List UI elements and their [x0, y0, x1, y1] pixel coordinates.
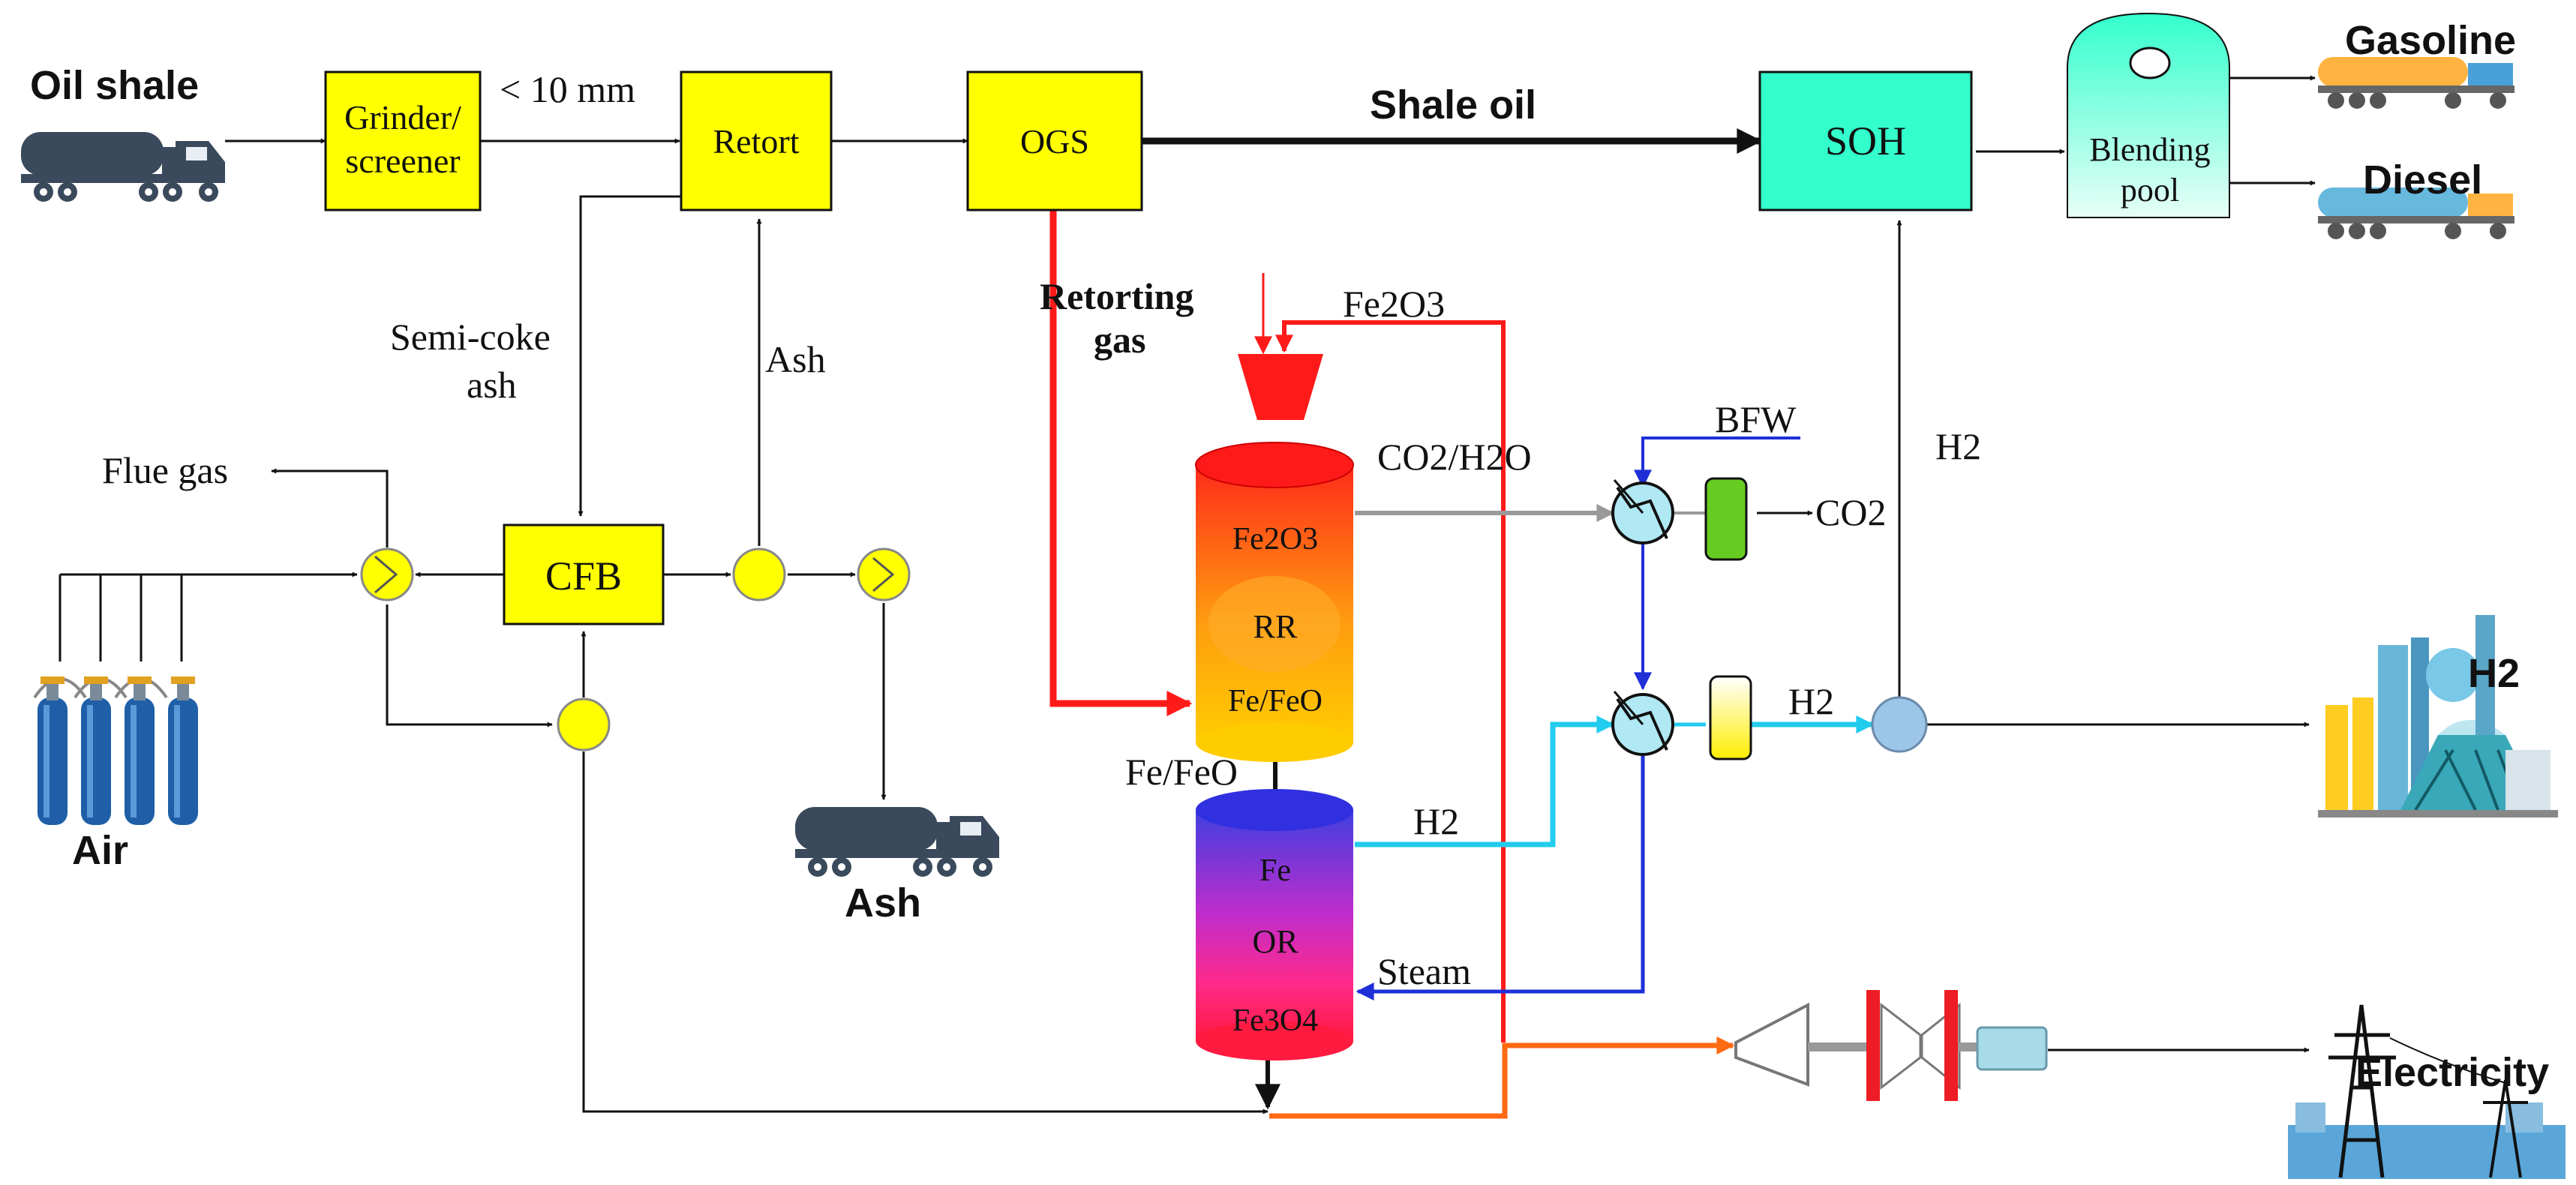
heat-recovery-unit [1866, 990, 1961, 1101]
condenser-upper-icon [1611, 479, 1674, 544]
or-bot-label: Fe3O4 [1232, 1004, 1318, 1038]
generator [1976, 1026, 2048, 1071]
hydrogen-plant-icon [2318, 615, 2558, 818]
gasoline-tank-truck-icon [2318, 57, 2514, 109]
h2-product-label: H2 [1788, 680, 1834, 722]
mixer-node [557, 698, 611, 752]
hopper [1238, 354, 1323, 420]
ash-product-label: Ash [845, 880, 921, 926]
oil-shale-label: Oil shale [30, 63, 199, 108]
blending-label-2: pool [2121, 172, 2179, 208]
h2-plant-label: H2 [2468, 651, 2520, 696]
particle-size-label: < 10 mm [500, 68, 635, 110]
ash-recycle-label: Ash [765, 338, 826, 380]
blending-label-1: Blending [2089, 131, 2210, 168]
heat-exchanger-left [360, 548, 414, 602]
grinder-label-2: screener [345, 142, 460, 180]
rr-bot-label: Fe/FeO [1228, 684, 1323, 718]
semi-coke-label-1: Semi-coke [390, 316, 551, 358]
grinder-label-1: Grinder/ [344, 98, 461, 136]
steam-label: Steam [1377, 950, 1471, 992]
condenser-lower-icon [1611, 691, 1674, 756]
oil-shale-truck-icon [21, 132, 225, 202]
soh-box: SOH [1758, 70, 1973, 212]
shale-oil-label: Shale oil [1370, 82, 1536, 128]
ash-truck-icon [795, 807, 999, 877]
bfw-label: BFW [1715, 398, 1797, 440]
fe2o3-recycle-label: Fe2O3 [1343, 283, 1445, 325]
h2-to-soh-label: H2 [1935, 425, 1981, 467]
h2-oxidizer-label: H2 [1413, 800, 1459, 842]
retort-label: Retort [713, 122, 800, 160]
electricity-icon [2288, 1004, 2565, 1179]
flue-gas-label: Flue gas [102, 449, 228, 491]
ogs-label: OGS [1020, 122, 1089, 160]
gasoline-label: Gasoline [2345, 18, 2516, 63]
co2-h2o-label: CO2/H2O [1377, 436, 1532, 478]
splitter-node [732, 548, 786, 602]
diesel-label: Diesel [2363, 158, 2482, 202]
cfb-label: CFB [545, 554, 622, 598]
h2-junction-node [1871, 696, 1928, 753]
retort-box: Retort [680, 70, 833, 212]
ogs-box: OGS [966, 70, 1143, 212]
electricity-label: Electricity [2355, 1050, 2549, 1095]
blending-pool-tank: Blending pool [2067, 12, 2230, 218]
or-top-label: Fe [1259, 854, 1291, 888]
air-label: Air [72, 828, 128, 873]
soh-label: SOH [1825, 118, 1906, 164]
heat-exchanger-right [857, 548, 911, 602]
co2-separator [1704, 477, 1748, 561]
reducer-reactor: Fe2O3 RR Fe/FeO [1195, 442, 1354, 762]
h2-separator [1709, 675, 1752, 760]
diesel-tank-truck-icon [2318, 188, 2514, 239]
cfb-box: CFB [503, 524, 665, 626]
air-cylinders-icon [33, 676, 198, 825]
co2-output-label: CO2 [1815, 491, 1886, 533]
or-mid-label: OR [1252, 923, 1299, 960]
semi-coke-label-2: ash [467, 364, 517, 406]
gas-turbine [1734, 1002, 1809, 1087]
retorting-gas-label-2: gas [1094, 319, 1145, 361]
grinder-screener-box: Grinder/ screener [324, 70, 482, 212]
flow-lines [59, 75, 2316, 1119]
retorting-gas-label-1: Retorting [1040, 275, 1194, 317]
fe-feo-transfer-label: Fe/FeO [1125, 751, 1238, 793]
rr-top-label: Fe2O3 [1232, 522, 1318, 556]
oxidizer-reactor: Fe OR Fe3O4 [1196, 789, 1353, 1060]
rr-mid-label: RR [1253, 608, 1298, 645]
